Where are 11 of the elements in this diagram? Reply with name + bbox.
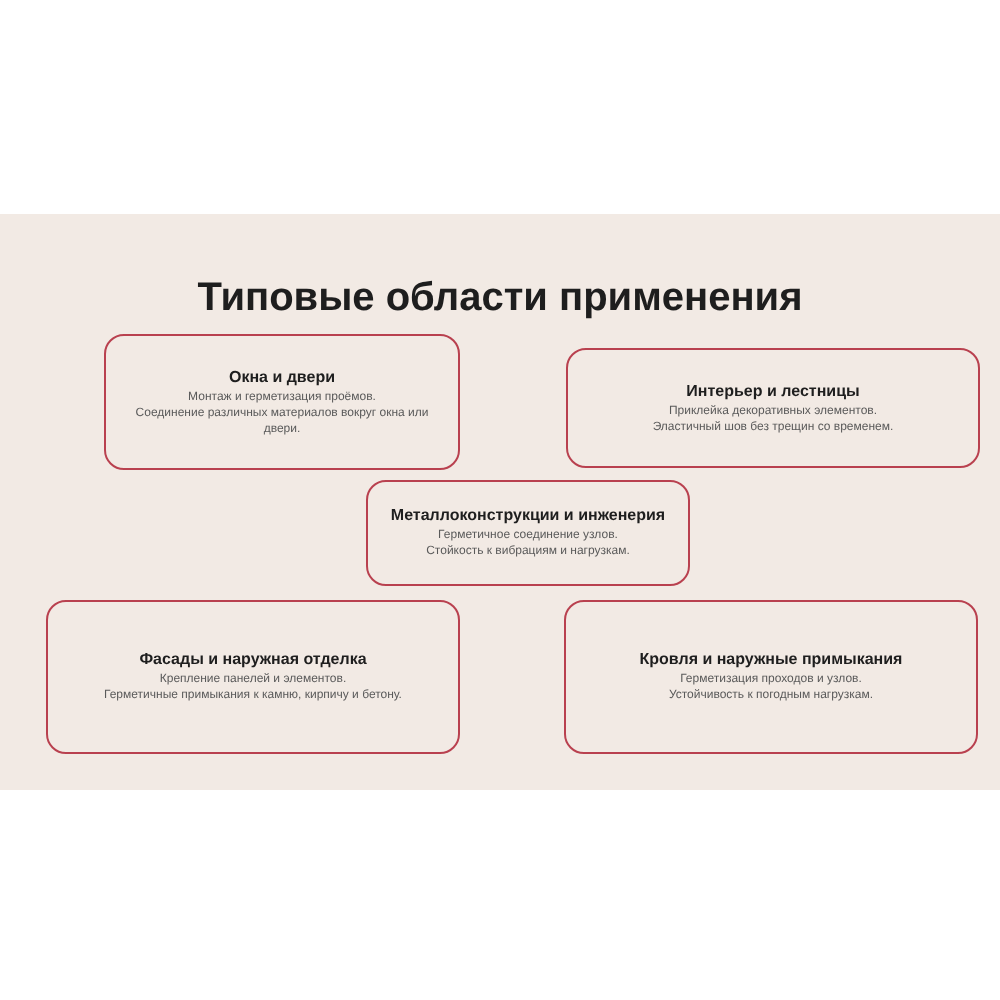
area-card <box>564 600 978 754</box>
card-heading: Окна и двери <box>228 367 335 387</box>
card-heading: Кровля и наружные примыкания <box>639 650 903 670</box>
area-card <box>104 334 460 470</box>
area-card <box>366 480 690 586</box>
area-card <box>46 600 460 754</box>
area-card <box>566 348 980 468</box>
card-heading: Интерьер и лестницы <box>686 381 860 401</box>
slide-title: Типовые области применения <box>197 274 803 322</box>
card-heading: Металлоконструкции и инженерия <box>390 506 666 526</box>
card-heading: Фасады и наружная отделка <box>139 650 367 670</box>
